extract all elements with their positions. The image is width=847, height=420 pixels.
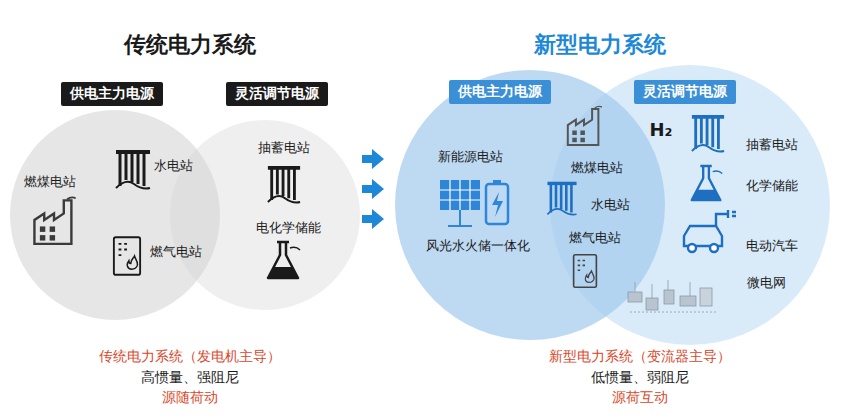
item-label: 化学储能 [746,177,798,195]
group-heading: 供电主力电源 [61,82,163,106]
electric-car-icon [684,210,736,252]
item-label: 电动汽车 [746,237,798,255]
item-label: 燃煤电站 [571,159,623,177]
item-label: 风光水火储一体化 [426,237,530,255]
section-title: 传统电力系统 [124,30,256,60]
hydrogen-symbol: H₂ [650,119,673,140]
item-label: 抽蓄电站 [258,139,310,157]
transition-arrows [362,149,384,229]
item-label: 水电站 [154,157,193,175]
group-heading: 供电主力电源 [449,80,551,104]
solar-storage-icon [440,180,508,226]
item-label: 电化学储能 [256,219,321,237]
item-label: 燃气电站 [569,229,621,247]
item-label: 新能源电站 [438,148,503,166]
group-heading: 灵活调节电源 [634,80,736,104]
section-title: 新型电力系统 [534,30,666,60]
item-label: 微电网 [747,274,786,292]
summary-line: 源荷互动 [612,389,668,407]
microgrid-illustration [628,280,716,312]
item-label: 燃气电站 [150,243,202,261]
summary-line: 低惯量、弱阻尼 [591,369,689,387]
summary-line: 新型电力系统（变流器主导） [549,348,731,366]
summary-line: 传统电力系统（发电机主导） [99,348,281,366]
summary-line: 源随荷动 [162,389,218,407]
item-label: 燃煤电站 [24,173,76,191]
group-heading: 灵活调节电源 [226,82,328,106]
summary-line: 高惯量、强阻尼 [141,369,239,387]
item-label: 抽蓄电站 [746,136,798,154]
item-label: 水电站 [591,196,630,214]
